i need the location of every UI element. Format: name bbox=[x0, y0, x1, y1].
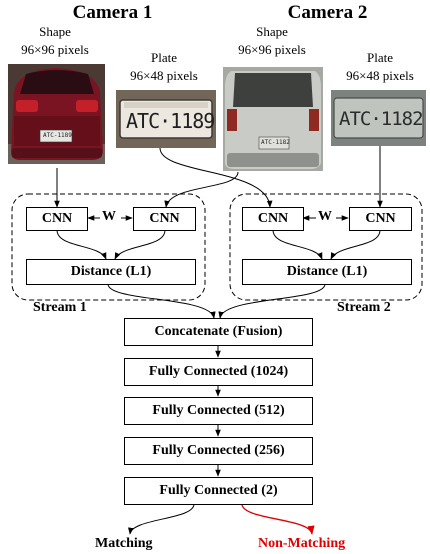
stream-2-shared-weights-label: W bbox=[318, 209, 332, 224]
arrow-cnn-to-distance-1b bbox=[114, 229, 166, 260]
matching-output-label: Matching bbox=[95, 536, 153, 551]
camera-1-plate-size: 96×48 pixels bbox=[130, 68, 198, 83]
arrow-fc4-to-non-matching bbox=[241, 503, 315, 535]
camera-1-vehicle-shape-image: ATC-1189 bbox=[8, 64, 105, 164]
non-matching-output-label: Non-Matching bbox=[258, 536, 346, 551]
arrow-cnn-to-distance-2b bbox=[330, 229, 381, 260]
arrow-distance1-to-concat bbox=[107, 283, 216, 319]
arrow-cnn-to-distance-2a bbox=[272, 229, 323, 260]
camera-1-shape-label: Shape bbox=[39, 24, 71, 39]
camera-1-plate-image: ATC·1189 bbox=[116, 90, 216, 148]
arrow-cam2-shape-to-cnn bbox=[164, 171, 239, 208]
camera-2-plate-label: Plate bbox=[367, 50, 393, 65]
camera-2-plate-text: ATC·1182 bbox=[339, 108, 424, 130]
camera-2-shape-label: Shape bbox=[256, 24, 288, 39]
arrow-distance2-to-concat bbox=[218, 283, 326, 319]
stream-1-distance: Distance (L1) bbox=[26, 259, 196, 285]
stream-1-cnn-left: CNN bbox=[26, 207, 88, 231]
stream-1-container bbox=[11, 193, 206, 301]
camera-1-car-plate-text: ATC-1189 bbox=[43, 132, 72, 139]
fully-connected-512-layer: Fully Connected (512) bbox=[124, 397, 313, 425]
stream-2-cnn-left: CNN bbox=[242, 207, 304, 231]
stream-1-shared-weights-label: W bbox=[102, 209, 116, 224]
camera-2-car-plate-text: ATC-1182 bbox=[261, 139, 290, 146]
camera-1-plate-text: ATC·1189 bbox=[126, 109, 215, 133]
arrow-fc4-to-matching bbox=[128, 503, 195, 535]
camera-1-shape-size: 96×96 pixels bbox=[21, 42, 89, 57]
camera-2-title: Camera 2 bbox=[287, 2, 368, 23]
stream-2-cnn-right: CNN bbox=[349, 207, 412, 231]
stream-1-cnn-right: CNN bbox=[133, 207, 196, 231]
fully-connected-2-layer: Fully Connected (2) bbox=[124, 477, 313, 505]
camera-2-shape-size: 96×96 pixels bbox=[238, 42, 306, 57]
camera-1-plate-label: Plate bbox=[151, 50, 177, 65]
camera-2-plate-image: ATC·1182 bbox=[331, 90, 426, 146]
stream-2-distance: Distance (L1) bbox=[242, 259, 412, 285]
stream-1-label: Stream 1 bbox=[33, 300, 87, 315]
fully-connected-256-layer: Fully Connected (256) bbox=[124, 437, 313, 465]
camera-2-car-illustration bbox=[223, 67, 323, 171]
camera-2-plate-size: 96×48 pixels bbox=[346, 68, 414, 83]
camera-1-car-illustration bbox=[8, 64, 105, 164]
stream-2-label: Stream 2 bbox=[337, 300, 391, 315]
arrow-cnn-to-distance-1a bbox=[56, 229, 107, 260]
camera-1-title: Camera 1 bbox=[72, 2, 153, 23]
arrow-cam1-plate-to-cnn bbox=[159, 147, 273, 208]
concatenate-fusion-layer: Concatenate (Fusion) bbox=[124, 318, 313, 346]
stream-2-container bbox=[229, 193, 423, 301]
camera-2-plate-illustration bbox=[331, 90, 426, 146]
camera-2-vehicle-shape-image: ATC-1182 bbox=[223, 67, 323, 171]
camera-1-plate-illustration bbox=[116, 90, 216, 148]
fully-connected-1024-layer: Fully Connected (1024) bbox=[124, 358, 313, 386]
